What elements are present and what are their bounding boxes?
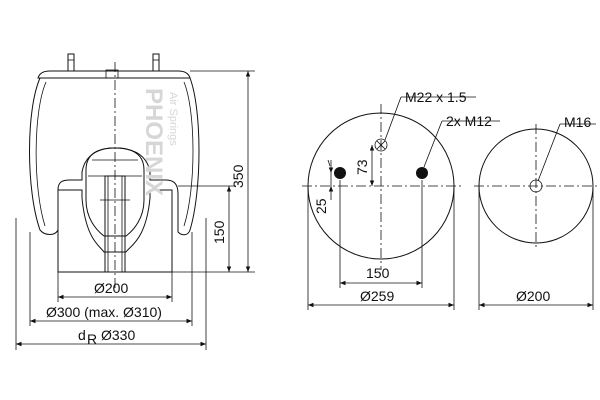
svg-text:Ø259: Ø259 (360, 288, 394, 304)
svg-text:Ø200: Ø200 (94, 280, 128, 296)
dim-dia-259: Ø259 (307, 186, 455, 310)
svg-text:PHOENIX: PHOENIX (140, 88, 167, 196)
air-fitting (105, 69, 119, 79)
dim-dia-200-side: Ø200 (57, 272, 173, 302)
side-view: PHOENIX Air Springs 350 150 Ø200 Ø30 (15, 53, 255, 350)
mounting-stud-right (152, 53, 160, 72)
svg-text:d: d (78, 327, 86, 343)
dim-offset-73: 73 (354, 145, 375, 186)
dim-dia-dr-330: d R Ø330 (15, 218, 207, 350)
dim-offset-25: 25 (313, 160, 334, 214)
top-bead-plate (37, 70, 191, 79)
label-m22: M22 x 1.5 (384, 89, 476, 141)
svg-text:Ø330: Ø330 (101, 327, 135, 343)
bellows-inner-wall (35, 81, 194, 227)
svg-text:Ø300 (max. Ø310): Ø300 (max. Ø310) (46, 304, 162, 320)
piston-body (57, 189, 173, 273)
bottom-plate-view: M16 Ø200 (474, 114, 598, 310)
svg-text:Air Springs: Air Springs (167, 92, 179, 146)
dim-dia-200-plate: Ø200 (478, 186, 594, 310)
bump-stop (85, 147, 145, 237)
svg-text:73: 73 (354, 159, 370, 175)
stud-hole-right (416, 167, 428, 179)
watermark: PHOENIX Air Springs (140, 88, 179, 196)
center-hole (529, 179, 543, 193)
svg-text:R: R (87, 331, 97, 347)
svg-text:Ø200: Ø200 (516, 288, 550, 304)
svg-text:350: 350 (230, 164, 246, 188)
air-port-marker (374, 138, 388, 152)
label-m16: M16 (537, 114, 596, 182)
svg-text:M22 x 1.5: M22 x 1.5 (405, 89, 467, 105)
svg-text:M16: M16 (564, 114, 591, 130)
dim-spacing-150: 150 (339, 180, 423, 288)
stud-hole-left (334, 167, 346, 179)
dim-dia-300: Ø300 (max. Ø310) (29, 232, 193, 326)
mounting-stud-left (67, 53, 75, 72)
svg-text:25: 25 (313, 198, 329, 214)
label-2x-m12: 2x M12 (423, 113, 500, 168)
dim-height-150: 150 (178, 185, 236, 272)
svg-text:150: 150 (366, 265, 390, 281)
dim-height-350: 350 (172, 70, 255, 273)
top-plate-view: M22 x 1.5 2x M12 73 25 150 (302, 89, 500, 310)
svg-text:2x M12: 2x M12 (446, 113, 492, 129)
svg-text:150: 150 (211, 220, 227, 244)
